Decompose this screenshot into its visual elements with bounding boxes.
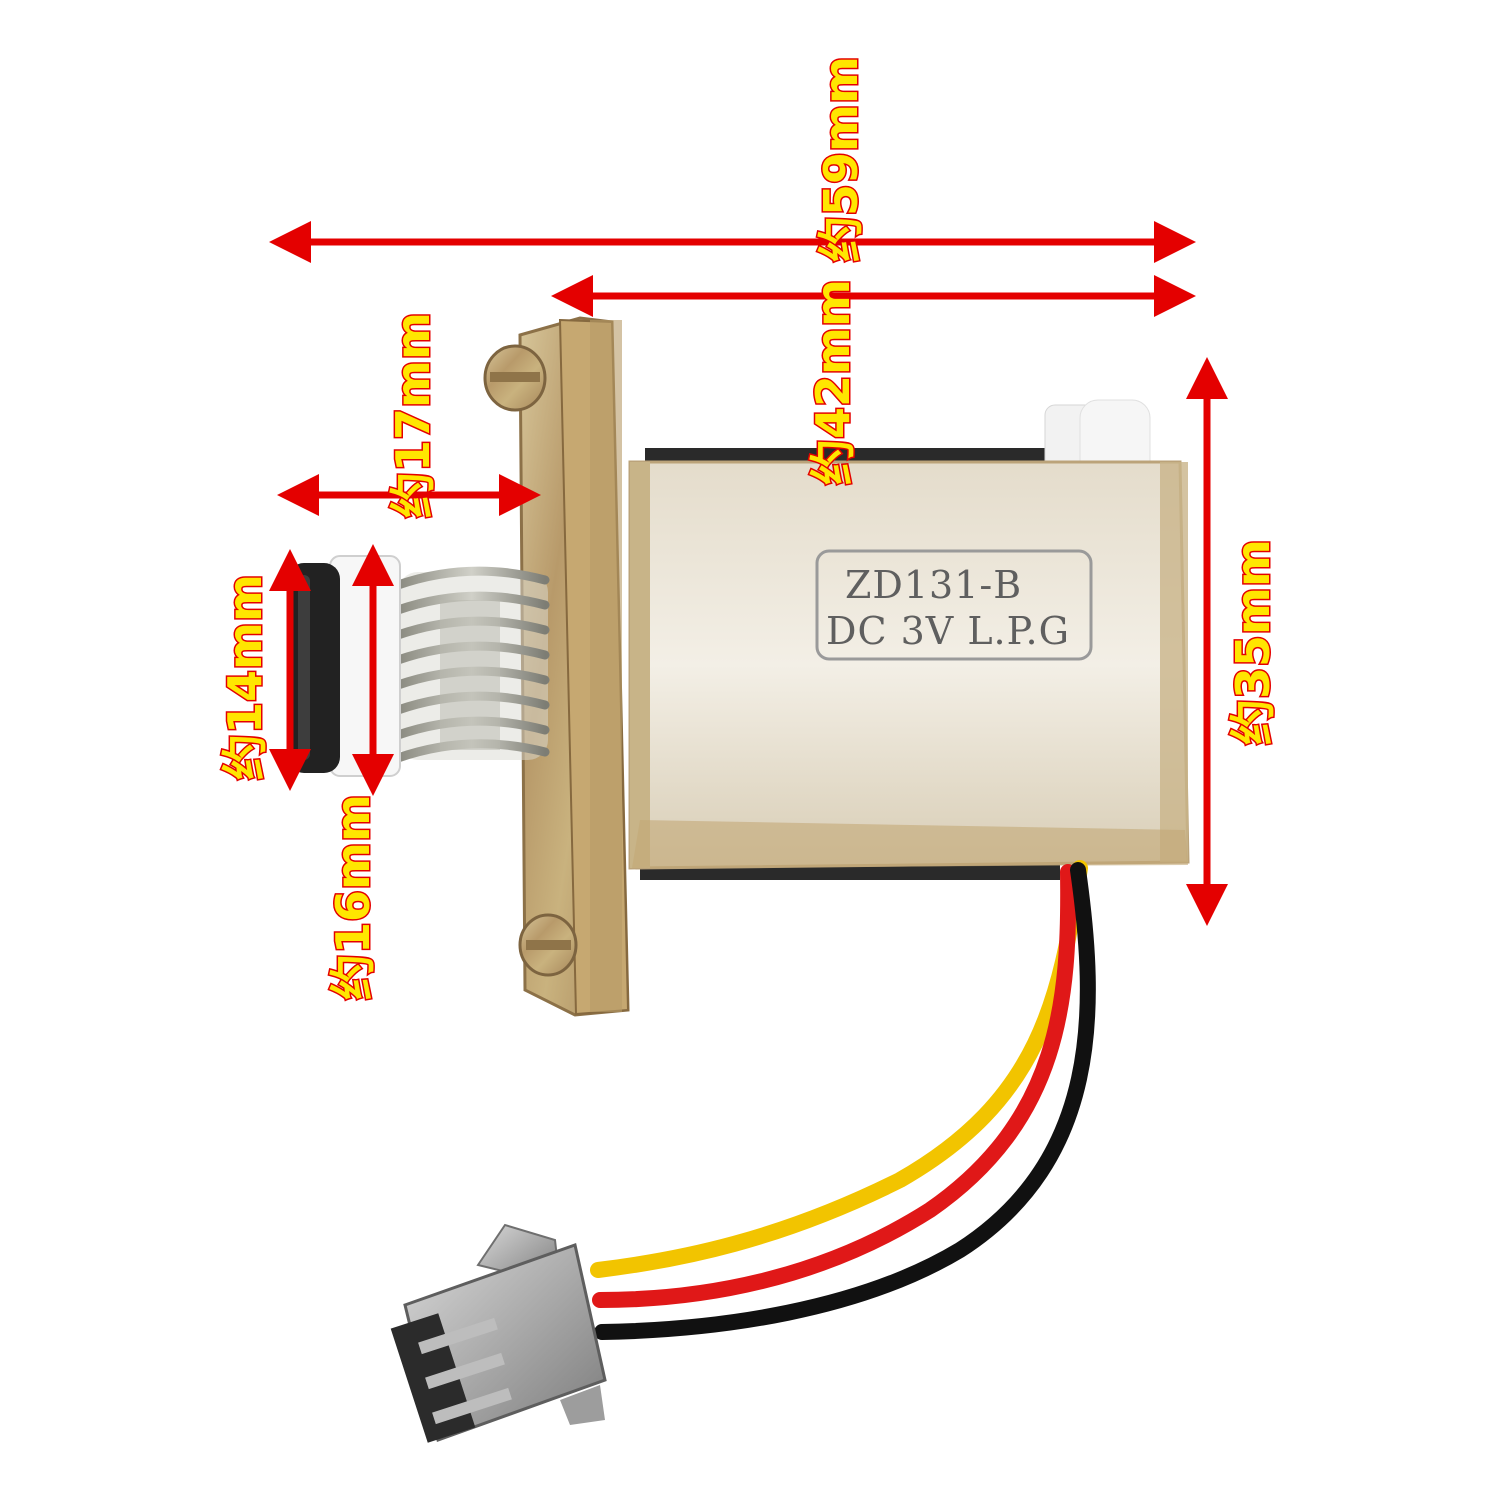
lead-wires (590, 860, 1096, 1340)
label-spring-width: 约16mm (325, 793, 382, 1002)
coil-body (628, 460, 1190, 870)
label-cap-diameter: 约14mm (217, 573, 274, 782)
wire-connector (390, 1223, 607, 1443)
label-overall-length: 约59mm (813, 55, 870, 264)
label-body-height: 约35mm (1225, 538, 1282, 747)
return-spring (393, 566, 550, 763)
model-number: ZD131-B (845, 563, 1023, 607)
rating-text: DC 3V L.P.G (826, 609, 1070, 653)
mounting-flange (518, 316, 630, 1017)
label-body-length: 约42mm (805, 278, 862, 487)
model-badge (815, 549, 1093, 661)
dimension-arrows (269, 221, 1228, 926)
label-plunger-length: 约17mm (385, 311, 442, 520)
plunger-cap (288, 555, 401, 777)
screw-bottom (518, 913, 578, 977)
screw-top (483, 344, 547, 412)
